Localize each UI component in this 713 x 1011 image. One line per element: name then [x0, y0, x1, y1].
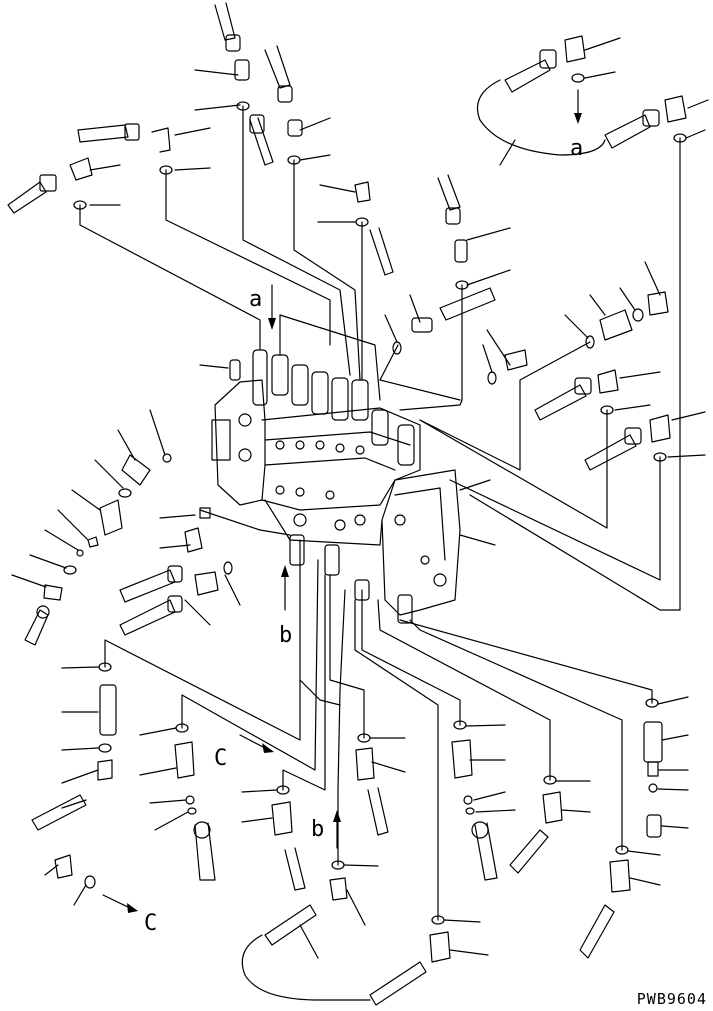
detail-a [476, 35, 709, 166]
right-fittings [419, 137, 706, 611]
label-b-low: b [311, 817, 324, 842]
leader-lines-top [89, 69, 661, 373]
arrowhead-a-top [268, 318, 276, 330]
top-left-hoses [7, 2, 669, 385]
connection-lines-lower [104, 539, 653, 921]
label-a-top: a [249, 287, 262, 312]
label-a-detail: a [570, 136, 583, 161]
arrowhead-c-mid [262, 743, 274, 753]
lower-hoses [31, 662, 663, 1006]
label-c-low: C [144, 911, 157, 936]
label-c-mid: C [214, 746, 227, 771]
label-b-mid: b [279, 623, 292, 648]
arrowhead-b-mid [281, 565, 289, 577]
lower-left-fittings [119, 507, 291, 636]
direction-arrows [102, 89, 579, 909]
drawing-code: PWB9604 [636, 990, 707, 1008]
left-fittings [24, 453, 172, 646]
arrowhead-a-detail [574, 113, 582, 124]
arrowhead-b-low [333, 810, 341, 822]
control-valve-block [211, 349, 461, 624]
leader-lines-left [11, 409, 166, 588]
connection-lines-top [79, 105, 463, 411]
leader-lines-lower [44, 666, 689, 959]
arrowhead-c-low [127, 903, 138, 913]
